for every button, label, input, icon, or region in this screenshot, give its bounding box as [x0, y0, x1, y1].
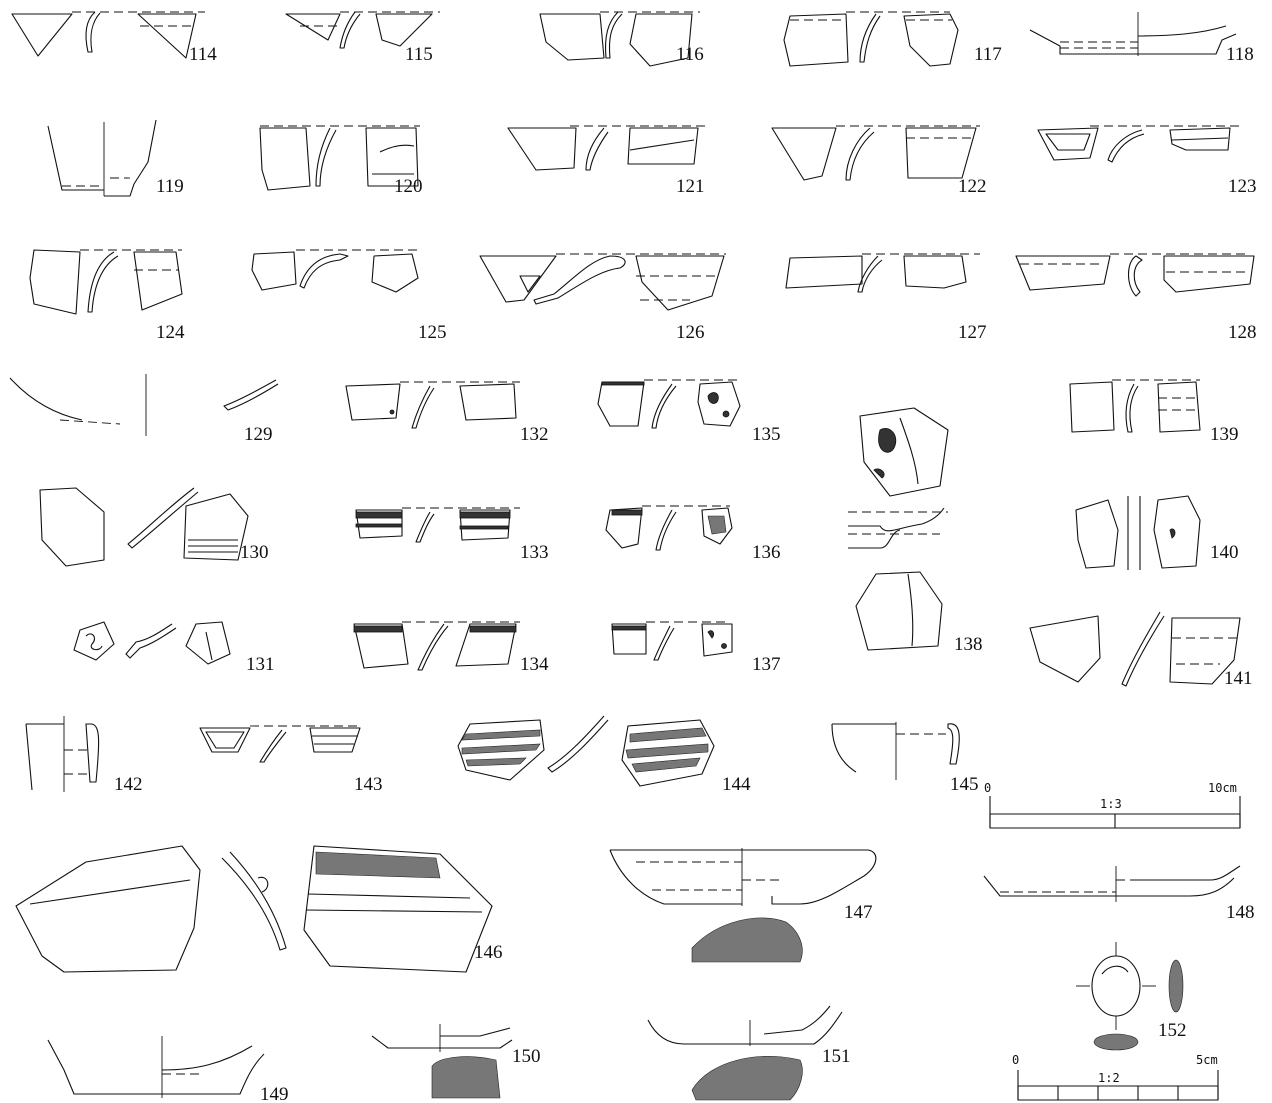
artifact-148: [983, 865, 1241, 902]
label-149: 149: [260, 1084, 289, 1103]
artifact-143: [199, 725, 362, 763]
label-139: 139: [1210, 424, 1239, 445]
label-114: 114: [189, 44, 217, 65]
label-137: 137: [752, 654, 781, 675]
artifact-124: [29, 249, 183, 315]
artifact-114: [11, 11, 205, 59]
label-122: 122: [958, 176, 987, 197]
label-145: 145: [950, 774, 979, 795]
artifact-117: [783, 11, 959, 67]
label-117: 117: [974, 44, 1002, 65]
label-134: 134: [520, 654, 549, 675]
label-120: 120: [394, 176, 423, 197]
artifact-116: [539, 11, 700, 67]
label-136: 136: [752, 542, 781, 563]
artifact-147: [609, 848, 877, 963]
artifact-126: [479, 253, 726, 311]
artifact-150: [371, 1024, 513, 1099]
label-132: 132: [520, 424, 549, 445]
label-130: 130: [240, 542, 269, 563]
label-125: 125: [418, 322, 447, 343]
artifact-149: [47, 1036, 265, 1098]
label-133: 133: [520, 542, 549, 563]
artifact-130: [39, 487, 249, 567]
artifact-131: [73, 621, 231, 665]
artifact-151: [647, 1005, 843, 1101]
label-121: 121: [676, 176, 705, 197]
label-142: 142: [114, 774, 143, 795]
scale-start: 0: [1012, 1053, 1019, 1067]
artifact-127: [785, 253, 980, 293]
label-123: 123: [1228, 176, 1257, 197]
label-138: 138: [954, 634, 983, 655]
artifact-128: [1015, 253, 1255, 297]
artifact-146: [15, 845, 493, 973]
label-147: 147: [844, 902, 873, 923]
artifact-133: [355, 507, 520, 543]
artifact-144: [457, 715, 715, 787]
label-127: 127: [958, 322, 987, 343]
label-144: 144: [722, 774, 751, 795]
label-124: 124: [156, 322, 185, 343]
label-152: 152: [1158, 1020, 1187, 1041]
label-143: 143: [354, 774, 383, 795]
artifact-137: [611, 621, 733, 661]
label-131: 131: [246, 654, 275, 675]
artifact-152: [1076, 942, 1184, 1051]
label-115: 115: [405, 44, 433, 65]
artifact-135: [597, 379, 741, 429]
artifact-140: [1075, 495, 1201, 570]
scale-bar-1-3: 0 1:3 10cm: [984, 781, 1241, 829]
artifact-142: [25, 716, 100, 792]
artifact-132: [345, 381, 520, 429]
label-129: 129: [244, 424, 273, 445]
label-146: 146: [474, 942, 503, 963]
label-141: 141: [1224, 668, 1253, 689]
label-119: 119: [156, 176, 184, 197]
artifact-129: [9, 374, 279, 436]
artifact-125: [251, 249, 420, 293]
scale-ratio: 1:3: [1100, 797, 1122, 811]
label-126: 126: [676, 322, 705, 343]
artifact-115: [285, 11, 440, 49]
artifact-134: [353, 621, 520, 671]
scale-end: 5cm: [1196, 1053, 1218, 1067]
artifact-139: [1069, 379, 1201, 433]
label-151: 151: [822, 1046, 851, 1067]
scale-start: 0: [984, 781, 991, 795]
label-148: 148: [1226, 902, 1255, 923]
label-150: 150: [512, 1046, 541, 1067]
artifact-118: [1029, 12, 1237, 56]
label-135: 135: [752, 424, 781, 445]
artifact-123: [1037, 125, 1240, 163]
scale-end: 10cm: [1208, 781, 1237, 795]
artifact-119: [47, 119, 157, 197]
artifact-141: [1029, 611, 1241, 687]
artifact-122: [771, 125, 980, 181]
artifact-120: [259, 125, 420, 191]
label-116: 116: [676, 44, 704, 65]
label-128: 128: [1228, 322, 1257, 343]
label-140: 140: [1210, 542, 1239, 563]
scale-ratio: 1:2: [1098, 1071, 1120, 1085]
label-118: 118: [1226, 44, 1254, 65]
artifact-136: [605, 505, 733, 551]
artifact-121: [507, 125, 710, 171]
artifact-138: [848, 407, 949, 651]
artifact-145: [831, 722, 960, 780]
scale-bar-1-2: 0 1:2 5cm: [1012, 1053, 1219, 1101]
